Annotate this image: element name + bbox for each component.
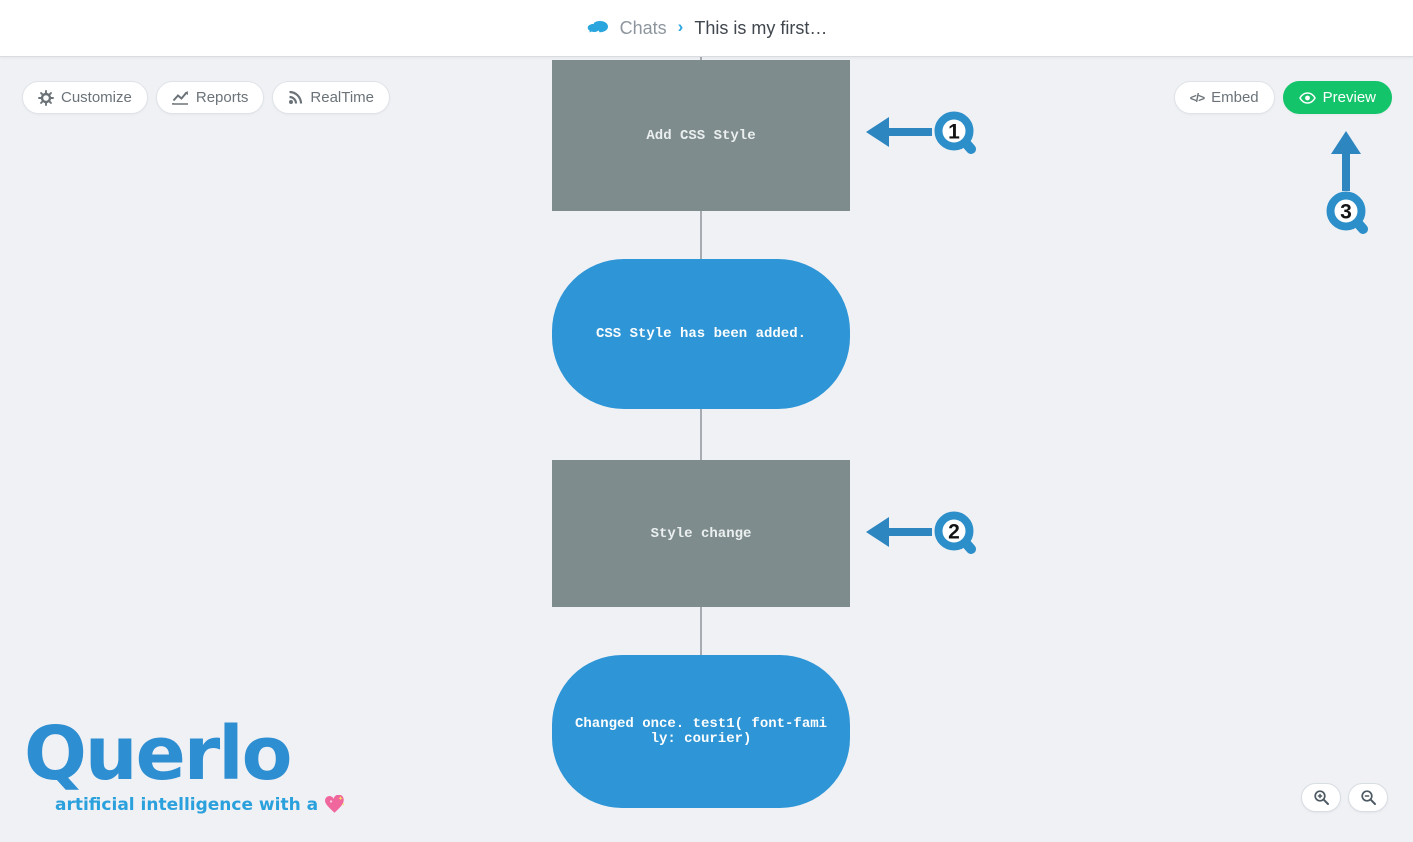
zoom-in-button[interactable] bbox=[1301, 783, 1341, 812]
flow-node-css-style-added[interactable]: CSS Style has been added. bbox=[552, 259, 850, 409]
chats-icon bbox=[585, 20, 608, 35]
embed-label: Embed bbox=[1211, 89, 1259, 106]
customize-button[interactable]: Customize bbox=[22, 81, 148, 114]
annotation-arrow-left-1-icon bbox=[866, 117, 932, 147]
preview-button[interactable]: Preview bbox=[1282, 81, 1392, 114]
reports-label: Reports bbox=[195, 89, 249, 106]
preview-label: Preview bbox=[1322, 89, 1376, 106]
reports-button[interactable]: Reports bbox=[155, 81, 265, 114]
breadcrumb-section[interactable]: Chats bbox=[619, 17, 667, 38]
customize-label: Customize bbox=[61, 89, 132, 106]
right-toolbar: </> Embed Preview bbox=[1173, 81, 1392, 114]
node-label: Add CSS Style bbox=[646, 127, 756, 144]
zoom-out-icon bbox=[1360, 790, 1376, 805]
code-icon: </> bbox=[1189, 90, 1205, 105]
gear-icon bbox=[38, 89, 54, 106]
realtime-label: RealTime bbox=[310, 89, 375, 106]
realtime-button[interactable]: RealTime bbox=[272, 81, 391, 114]
rss-icon bbox=[289, 90, 303, 104]
flow-node-add-css-style[interactable]: Add CSS Style bbox=[552, 60, 850, 211]
line-chart-icon bbox=[172, 91, 188, 105]
zoom-out-button[interactable] bbox=[1348, 783, 1388, 812]
annotation-arrow-left-2-icon bbox=[866, 517, 932, 547]
marker-number: 2 bbox=[948, 521, 960, 544]
marker-number: 1 bbox=[948, 121, 960, 144]
querlo-logo: Querlo artificial intelligence with a bbox=[24, 716, 345, 815]
embed-button[interactable]: </> Embed bbox=[1173, 81, 1275, 114]
breadcrumb-chat-title: This is my first… bbox=[694, 17, 828, 38]
annotation-marker-3: 3 bbox=[1326, 191, 1368, 234]
zoom-in-icon bbox=[1313, 790, 1329, 805]
eye-icon bbox=[1298, 91, 1316, 104]
flow-node-style-change[interactable]: Style change bbox=[552, 460, 850, 607]
node-label: CSS Style has been added. bbox=[595, 326, 807, 342]
flow-node-changed-once[interactable]: Changed once. test1( font-family: courie… bbox=[552, 655, 850, 808]
left-toolbar: Customize Reports RealTime bbox=[22, 81, 391, 114]
node-label: Changed once. test1( font-family: courie… bbox=[574, 715, 828, 747]
top-bar: Chats › This is my first… bbox=[0, 0, 1413, 57]
marker-number: 3 bbox=[1340, 201, 1352, 224]
annotation-arrow-up-icon bbox=[1331, 131, 1361, 191]
tagline-text: artificial intelligence with a bbox=[55, 794, 319, 815]
sparkling-heart-icon bbox=[325, 795, 345, 814]
querlo-wordmark: Querlo bbox=[24, 711, 292, 797]
annotation-marker-1: 1 bbox=[934, 111, 976, 154]
annotation-marker-2: 2 bbox=[934, 511, 976, 554]
node-label: Style change bbox=[650, 525, 752, 542]
canvas-zoom-controls bbox=[1301, 783, 1388, 812]
breadcrumb-chevron-icon: › bbox=[677, 17, 684, 36]
querlo-tagline: artificial intelligence with a bbox=[55, 795, 345, 815]
